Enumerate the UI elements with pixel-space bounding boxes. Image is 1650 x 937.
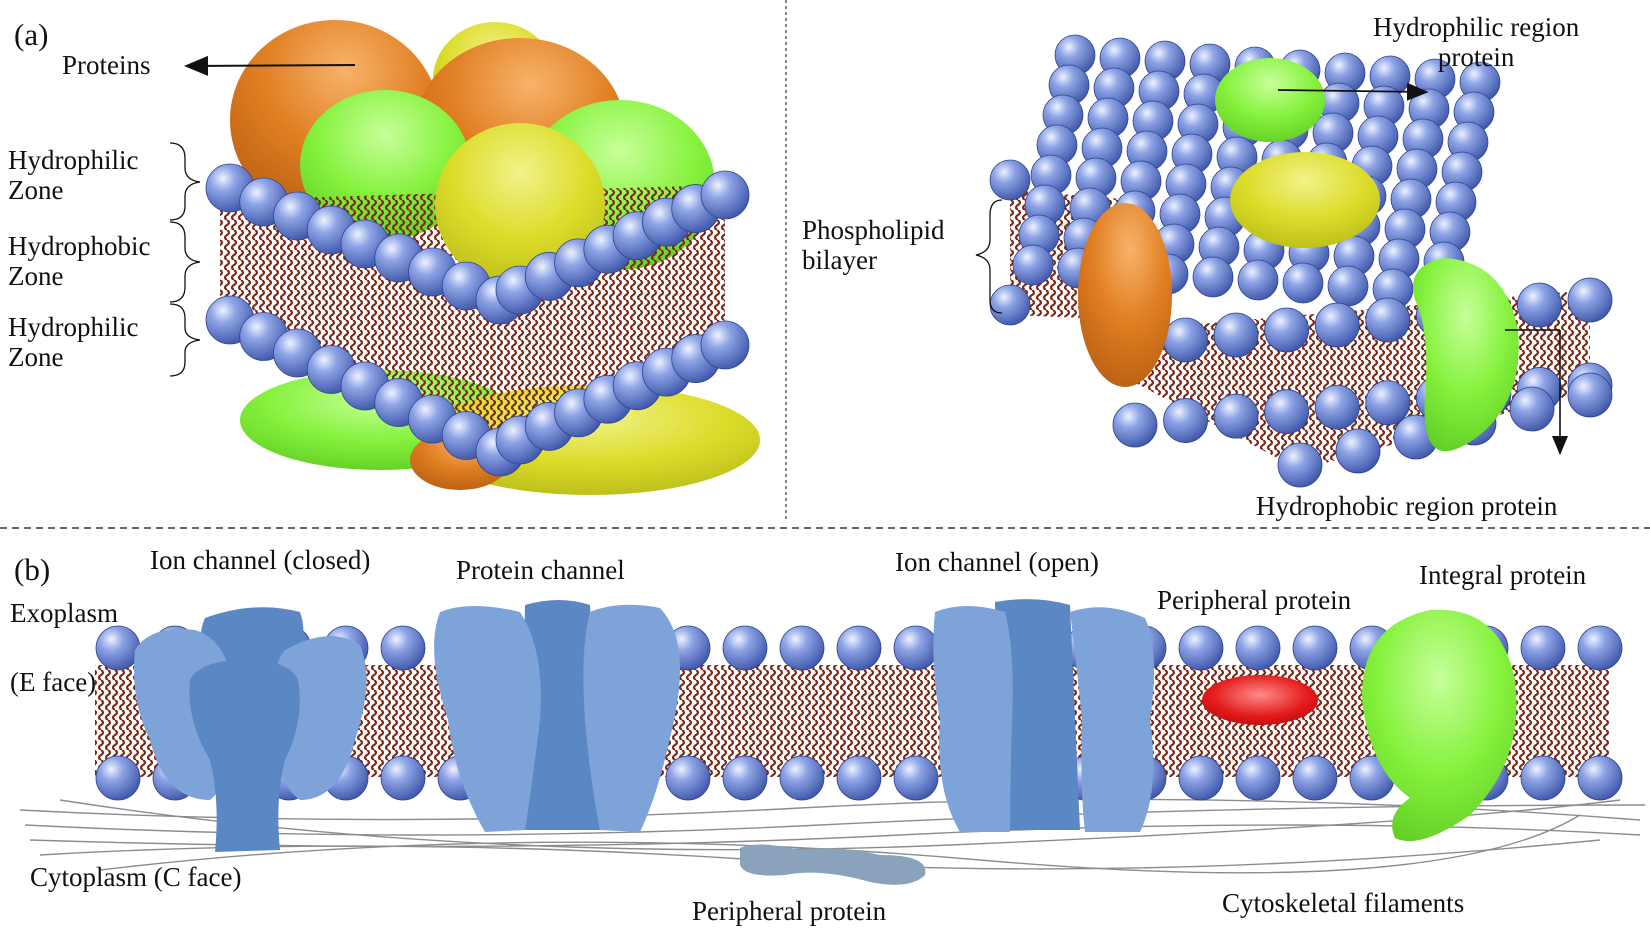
phospholipid-head [700, 320, 750, 370]
phospholipid-head [665, 755, 711, 801]
phospholipid-head [1577, 625, 1623, 671]
panel-a-right-bilayer [975, 34, 1613, 488]
filament-line [24, 804, 1646, 836]
panel-b-tag: (b) [14, 552, 51, 587]
integral-protein-green [1361, 609, 1517, 842]
phospholipid-head [1213, 312, 1259, 358]
phospholipid-head [1314, 384, 1360, 430]
protein-channel-label: Protein channel [456, 555, 625, 585]
green-protein-hydrophobic-region [1413, 258, 1519, 452]
phospholipid-head [836, 755, 882, 801]
ion-channel-open-label: Ion channel (open) [895, 547, 1099, 577]
phospholipid-head [1277, 442, 1323, 488]
phospholipid-head [1365, 297, 1411, 343]
phospholipid-head [779, 755, 825, 801]
phospholipid-head [1577, 755, 1623, 801]
panel-b-bilayer [19, 599, 1646, 885]
proteins-label: Proteins [62, 50, 151, 80]
phospholipid-head [1178, 755, 1224, 801]
phospholipid-head [1012, 244, 1054, 286]
hydrophilic-zone-top-label: Hydrophilic Zone [8, 145, 139, 206]
phospholipid-head [1112, 402, 1158, 448]
top-head-row [205, 163, 750, 325]
protein-channel [434, 600, 680, 832]
proteins-arrow [184, 55, 356, 76]
green-protein-hydrophilic-region [1215, 58, 1325, 142]
phospholipid-bilayer-label: Phospholipid bilayer [802, 215, 945, 276]
phospholipid-head [380, 755, 426, 801]
panel-a-tag: (a) [14, 17, 49, 52]
cytoskeletal-filaments-label: Cytoskeletal filaments [1222, 888, 1465, 918]
hydrophobic-region-protein-label: Hydrophobic region protein [1256, 491, 1558, 521]
phospholipid-head [1264, 389, 1310, 435]
peripheral-protein-top-label: Peripheral protein [1157, 585, 1352, 615]
phospholipid-head [95, 755, 141, 801]
phospholipid-head [1163, 317, 1208, 363]
phospholipid-head [1567, 277, 1613, 323]
ion-channel-closed [134, 607, 367, 852]
phospholipid-head [989, 159, 1031, 201]
brace-hydrophobic [169, 221, 201, 303]
phospholipid-head [1213, 393, 1259, 439]
phospholipid-head [1292, 625, 1338, 671]
phospholipid-head [1282, 262, 1324, 304]
phospholipid-head [1237, 259, 1279, 301]
phospholipid-head [1292, 755, 1338, 801]
hydrophilic-zone-bottom-label: Hydrophilic Zone [8, 312, 139, 373]
phospholipid-head [779, 625, 825, 671]
phospholipid-head [1520, 755, 1566, 801]
peripheral-protein-gray [740, 844, 926, 885]
phospholipid-head [380, 625, 426, 671]
phospholipid-head [1327, 265, 1369, 307]
phospholipid-head [1163, 398, 1208, 443]
yellow-protein-top [1230, 152, 1380, 248]
phospholipid-head [1520, 625, 1566, 671]
brace-hydrophilic-top [169, 142, 201, 221]
phospholipid-head [722, 625, 768, 671]
phospholipid-head [1192, 256, 1234, 298]
phospholipid-head [1264, 307, 1310, 353]
phospholipid-head [989, 284, 1031, 326]
integral-protein-label: Integral protein [1419, 560, 1587, 590]
hydrophilic-region-arrow [1277, 82, 1429, 101]
phospholipid-head [893, 755, 939, 801]
bottom-head-row [205, 295, 750, 477]
phospholipid-head [1509, 386, 1555, 432]
hydrophobic-zone-label: Hydrophobic Zone [8, 231, 151, 292]
brace-phospholipid-bilayer [975, 199, 1003, 314]
peripheral-protein-red [1202, 675, 1318, 725]
e-face-label: (E face) [10, 667, 97, 697]
brace-hydrophilic-bottom [169, 303, 201, 377]
peripheral-protein-bottom-label: Peripheral protein [692, 896, 887, 926]
phospholipid-head [1235, 755, 1281, 801]
panel-a-left-bilayer [169, 20, 760, 495]
phospholipid-head [1178, 625, 1224, 671]
phospholipid-head [1517, 282, 1562, 328]
orange-protein-side [1078, 203, 1172, 387]
phospholipid-head [1567, 372, 1613, 418]
cytoplasm-label: Cytoplasm (C face) [30, 862, 242, 892]
ion-channel-closed-label: Ion channel (closed) [150, 545, 371, 575]
filament-line [99, 814, 1581, 874]
hydrophilic-region-protein-label: Hydrophilic region protein [1373, 12, 1580, 73]
phospholipid-head [1235, 625, 1281, 671]
phospholipid-head [1314, 302, 1360, 348]
phospholipid-head [1365, 380, 1411, 426]
ion-channel-open [933, 599, 1154, 832]
phospholipid-head [836, 625, 882, 671]
phospholipid-head [722, 755, 768, 801]
exoplasm-label: Exoplasm [10, 598, 118, 628]
phospholipid-head [1335, 428, 1381, 474]
phospholipid-head [893, 625, 939, 671]
phospholipid-head [700, 170, 750, 220]
phospholipid-head [95, 625, 141, 671]
